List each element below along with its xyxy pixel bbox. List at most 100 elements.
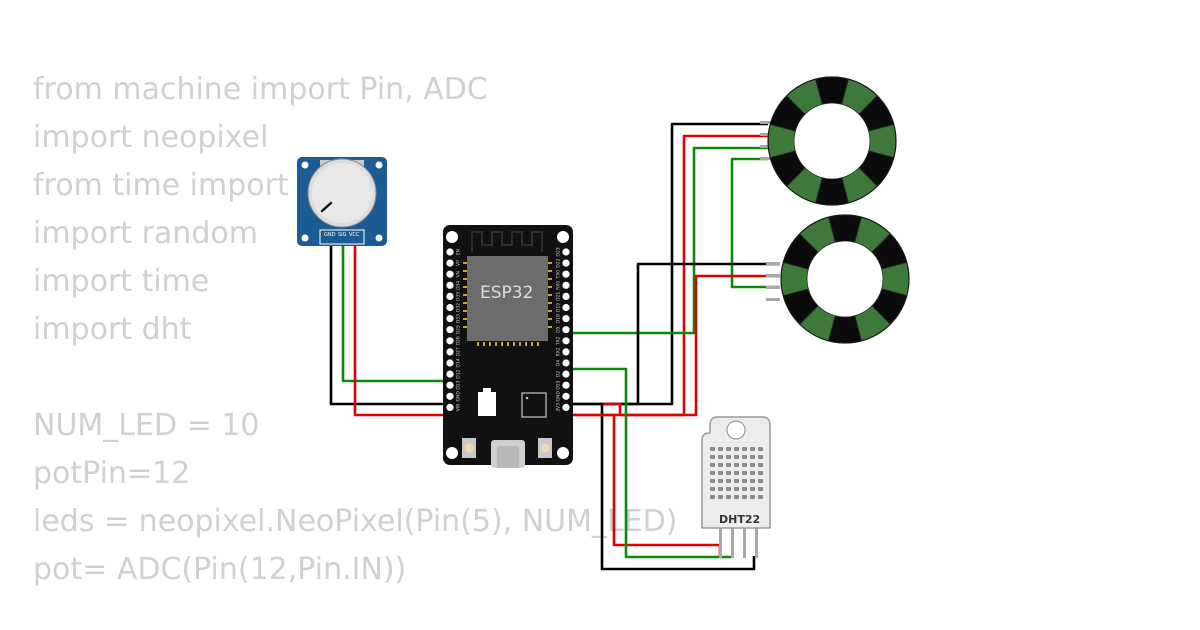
code-line: potPin=12 [33,456,190,491]
dht22-vent-slot [750,479,755,483]
esp32-pin-label: RX0 [556,281,562,290]
esp32-pin[interactable] [446,337,454,345]
esp32-pin[interactable] [562,270,570,278]
esp32-pin[interactable] [562,359,570,367]
wire-ring-chain-data[interactable] [730,157,780,289]
esp32-right-header: D23D22TX0RX0D21D19D18D5TX2RX2D4D2D15GND3… [556,247,570,412]
ring-pin [766,286,780,289]
wire-ring1-din[interactable] [566,146,768,335]
esp32-pin[interactable] [562,292,570,300]
esp32-pin[interactable] [446,392,454,400]
esp32-pin[interactable] [446,259,454,267]
esp32-pin-label: VIN [456,404,462,412]
dht22-vent-slot [758,455,763,459]
esp32-pin[interactable] [562,248,570,256]
esp32-pin[interactable] [446,270,454,278]
ring-outline [780,214,910,344]
esp32-mount-hole [557,447,569,459]
esp32-en-button[interactable] [540,443,550,453]
esp32-pin[interactable] [446,370,454,378]
esp32-usb-chip [521,392,547,418]
esp32-pin-label: D15 [556,380,562,389]
esp32-pin[interactable] [562,403,570,411]
esp32-pin-label: D12 [456,369,462,378]
code-line: import dht [33,312,192,347]
esp32-pin[interactable] [562,370,570,378]
dht22-label: DHT22 [719,513,760,526]
dht22-vent-slot [734,487,739,491]
dht22-vent-slot [726,455,731,459]
ring-pin [760,121,774,124]
dht22-vent-slot [718,463,723,467]
esp32-pin[interactable] [446,315,454,323]
dht22-vent-slot [710,447,715,451]
esp32-usb-chip-dot [525,396,529,400]
esp32-pin[interactable] [446,281,454,289]
esp32-mount-hole [446,447,458,459]
esp32-pin[interactable] [446,381,454,389]
dht22-vent-slot [734,471,739,475]
esp32-pin[interactable] [562,392,570,400]
esp32-regulator-tab [483,388,491,392]
esp32-pin[interactable] [446,326,454,334]
esp32-pin[interactable] [562,303,570,312]
wire-pot-gnd[interactable] [329,243,450,406]
esp32-pin[interactable] [446,303,454,312]
ring-pin [760,145,774,148]
dht22-vent-slot [718,447,723,451]
esp32-pin[interactable] [562,259,570,267]
dht22-sensor[interactable]: DHT22 [701,416,771,558]
dht22-vent-slot [742,471,747,475]
dht22-vent-slot [750,447,755,451]
esp32-pin[interactable] [446,403,454,411]
dht22-vent-slot [726,463,731,467]
esp32-board[interactable]: ESP32 ENVPVND34D35D32D33D25D26D27D14D12D… [443,225,573,468]
pot-pin-header [319,229,365,245]
dht22-vent-slot [718,487,723,491]
esp32-pin-label: D23 [556,247,562,256]
esp32-pin-label: D32 [456,303,462,312]
wire-pot-sig[interactable] [341,243,450,383]
pot-knob-face [312,163,372,223]
dht22-vent-slot [726,479,731,483]
esp32-pin-label: D14 [456,358,462,367]
esp32-usb-port-inner [497,446,519,468]
wire-ring2-vcc[interactable] [602,274,780,417]
esp32-pin[interactable] [562,315,570,323]
esp32-boot-button[interactable] [464,443,474,453]
dht22-vent-slot [750,455,755,459]
esp32-pin[interactable] [446,292,454,300]
esp32-castellations [463,262,552,346]
ring-1-segments [767,76,897,206]
dht22-vent-slot [726,487,731,491]
neopixel-ring-1[interactable] [760,76,897,206]
ring-pin [766,298,780,301]
esp32-pin-label: VP [456,260,462,266]
esp32-pin-label: 3V3 [556,403,562,412]
dht22-vent-slot [742,487,747,491]
dht22-vent-slot [710,471,715,475]
esp32-mount-hole [446,231,458,243]
dht22-vent-slot [710,495,715,499]
code-line: leds = neopixel.NeoPixel(Pin(5), NUM_LED… [33,504,678,539]
dht22-mount-hole [726,420,746,440]
esp32-pin[interactable] [562,381,570,389]
potentiometer[interactable]: GND SIG VCC [297,157,387,246]
wire-pot-vcc[interactable] [353,243,450,417]
neopixel-ring-2[interactable] [766,214,910,344]
dht22-vent-grid [710,447,763,499]
esp32-pin-label: TX2 [556,336,562,346]
esp32-pin[interactable] [446,359,454,367]
dht22-vent-slot [718,495,723,499]
esp32-pin-label: D34 [456,281,462,290]
esp32-pin[interactable] [446,348,454,356]
wire-dht-gnd[interactable] [566,402,756,571]
esp32-pin-label: D22 [556,258,562,267]
esp32-pin[interactable] [562,348,570,356]
esp32-pin[interactable] [562,326,570,334]
esp32-pin[interactable] [446,248,454,256]
dht22-vent-slot [718,471,723,475]
esp32-pin[interactable] [562,337,570,345]
esp32-pin[interactable] [562,281,570,289]
